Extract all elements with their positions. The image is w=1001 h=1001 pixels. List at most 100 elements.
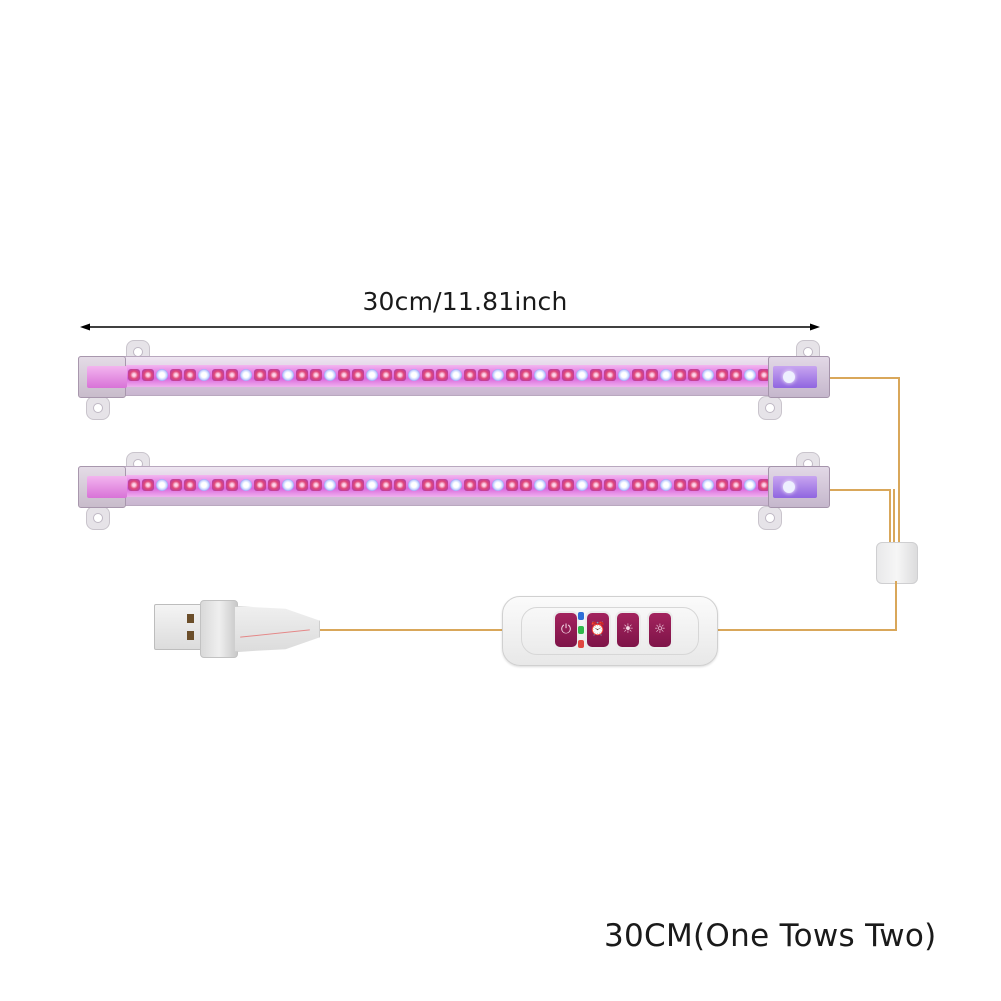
led-diode-icon bbox=[548, 479, 560, 491]
mounting-clip-icon bbox=[758, 506, 782, 530]
led-diode-icon bbox=[436, 479, 448, 491]
led-diode-icon bbox=[156, 369, 168, 381]
led-diode-icon bbox=[282, 479, 294, 491]
led-diode-icon bbox=[576, 479, 588, 491]
led-diode-icon bbox=[618, 479, 630, 491]
led-diode-icon bbox=[534, 479, 546, 491]
led-diode-icon bbox=[660, 369, 672, 381]
led-diode-icon bbox=[562, 479, 574, 491]
led-diode-icon bbox=[324, 479, 336, 491]
led-diode-icon bbox=[240, 479, 252, 491]
led-diode-icon bbox=[646, 479, 658, 491]
led-diode-icon bbox=[338, 479, 350, 491]
led-diode-icon bbox=[436, 369, 448, 381]
led-diode-icon bbox=[646, 369, 658, 381]
led-diode-icon bbox=[632, 479, 644, 491]
product-caption: 30CM(One Tows Two) bbox=[604, 918, 937, 954]
usb-connector-icon bbox=[154, 604, 206, 650]
led-strip bbox=[98, 475, 810, 497]
led-diode-icon bbox=[366, 479, 378, 491]
brighten-button[interactable]: ☼ bbox=[649, 613, 671, 647]
led-diode-icon bbox=[730, 369, 742, 381]
inline-controller: ⏻ ⏰ ☀ ☼ bbox=[502, 596, 718, 666]
led-diode-icon bbox=[688, 369, 700, 381]
led-diode-icon bbox=[604, 369, 616, 381]
led-diode-icon bbox=[240, 369, 252, 381]
led-diode-icon bbox=[702, 479, 714, 491]
dimension-label: 30cm/11.81inch bbox=[362, 287, 568, 316]
power-button[interactable]: ⏻ bbox=[555, 613, 577, 647]
dim-button[interactable]: ☀ bbox=[617, 613, 639, 647]
led-diode-icon bbox=[674, 369, 686, 381]
led-diode-icon bbox=[450, 479, 462, 491]
led-diode-icon bbox=[310, 369, 322, 381]
led-diode-icon bbox=[254, 479, 266, 491]
led-diode-icon bbox=[282, 369, 294, 381]
led-diode-icon bbox=[548, 369, 560, 381]
led-diode-icon bbox=[352, 479, 364, 491]
led-diode-icon bbox=[366, 369, 378, 381]
led-diode-icon bbox=[674, 479, 686, 491]
led-diode-icon bbox=[128, 369, 140, 381]
led-diode-icon bbox=[758, 479, 770, 491]
led-diode-icon bbox=[590, 369, 602, 381]
led-diode-icon bbox=[408, 369, 420, 381]
led-diode-icon bbox=[170, 479, 182, 491]
led-diode-icon bbox=[562, 369, 574, 381]
led-diode-icon bbox=[142, 479, 154, 491]
led-diode-icon bbox=[478, 369, 490, 381]
led-diode-icon bbox=[744, 479, 756, 491]
led-diode-icon bbox=[212, 369, 224, 381]
led-diode-icon bbox=[506, 369, 518, 381]
led-diode-icon bbox=[506, 479, 518, 491]
led-diode-icon bbox=[296, 369, 308, 381]
led-diode-icon bbox=[744, 369, 756, 381]
led-diode-icon bbox=[394, 479, 406, 491]
led-diode-icon bbox=[184, 369, 196, 381]
indicator-red bbox=[578, 640, 584, 648]
led-diode-icon bbox=[226, 479, 238, 491]
led-diode-icon bbox=[716, 369, 728, 381]
led-diode-icon bbox=[604, 479, 616, 491]
led-diode-icon bbox=[408, 479, 420, 491]
indicator-blue bbox=[578, 612, 584, 620]
mounting-clip-icon bbox=[758, 396, 782, 420]
led-grow-bar-2 bbox=[78, 466, 830, 508]
led-diode-icon bbox=[198, 479, 210, 491]
wire bbox=[314, 629, 504, 631]
led-diode-icon bbox=[534, 369, 546, 381]
led-strip bbox=[98, 365, 810, 387]
led-diode-icon bbox=[464, 479, 476, 491]
led-diode-icon bbox=[352, 369, 364, 381]
led-diode-icon bbox=[520, 369, 532, 381]
led-diode-icon bbox=[310, 479, 322, 491]
led-diode-icon bbox=[716, 479, 728, 491]
timer-button[interactable]: ⏰ bbox=[587, 613, 609, 647]
led-diode-icon bbox=[688, 479, 700, 491]
led-diode-icon bbox=[478, 479, 490, 491]
led-diode-icon bbox=[464, 369, 476, 381]
led-diode-icon bbox=[198, 369, 210, 381]
led-diode-icon bbox=[632, 369, 644, 381]
wire bbox=[898, 377, 900, 545]
wire bbox=[889, 489, 891, 545]
wire bbox=[716, 629, 897, 631]
indicator-green bbox=[578, 626, 584, 634]
led-diode-icon bbox=[226, 369, 238, 381]
led-diode-icon bbox=[492, 479, 504, 491]
mounting-clip-icon bbox=[86, 506, 110, 530]
led-diode-icon bbox=[212, 479, 224, 491]
led-diode-icon bbox=[380, 369, 392, 381]
led-diode-icon bbox=[338, 369, 350, 381]
led-diode-icon bbox=[170, 369, 182, 381]
led-diode-icon bbox=[590, 479, 602, 491]
usb-plug-housing bbox=[200, 598, 320, 658]
led-diode-icon bbox=[660, 479, 672, 491]
led-diode-icon bbox=[394, 369, 406, 381]
led-diode-icon bbox=[492, 369, 504, 381]
wire bbox=[830, 489, 890, 491]
led-diode-icon bbox=[618, 369, 630, 381]
wire-splitter bbox=[876, 542, 918, 584]
wire bbox=[895, 581, 897, 631]
led-diode-icon bbox=[128, 479, 140, 491]
